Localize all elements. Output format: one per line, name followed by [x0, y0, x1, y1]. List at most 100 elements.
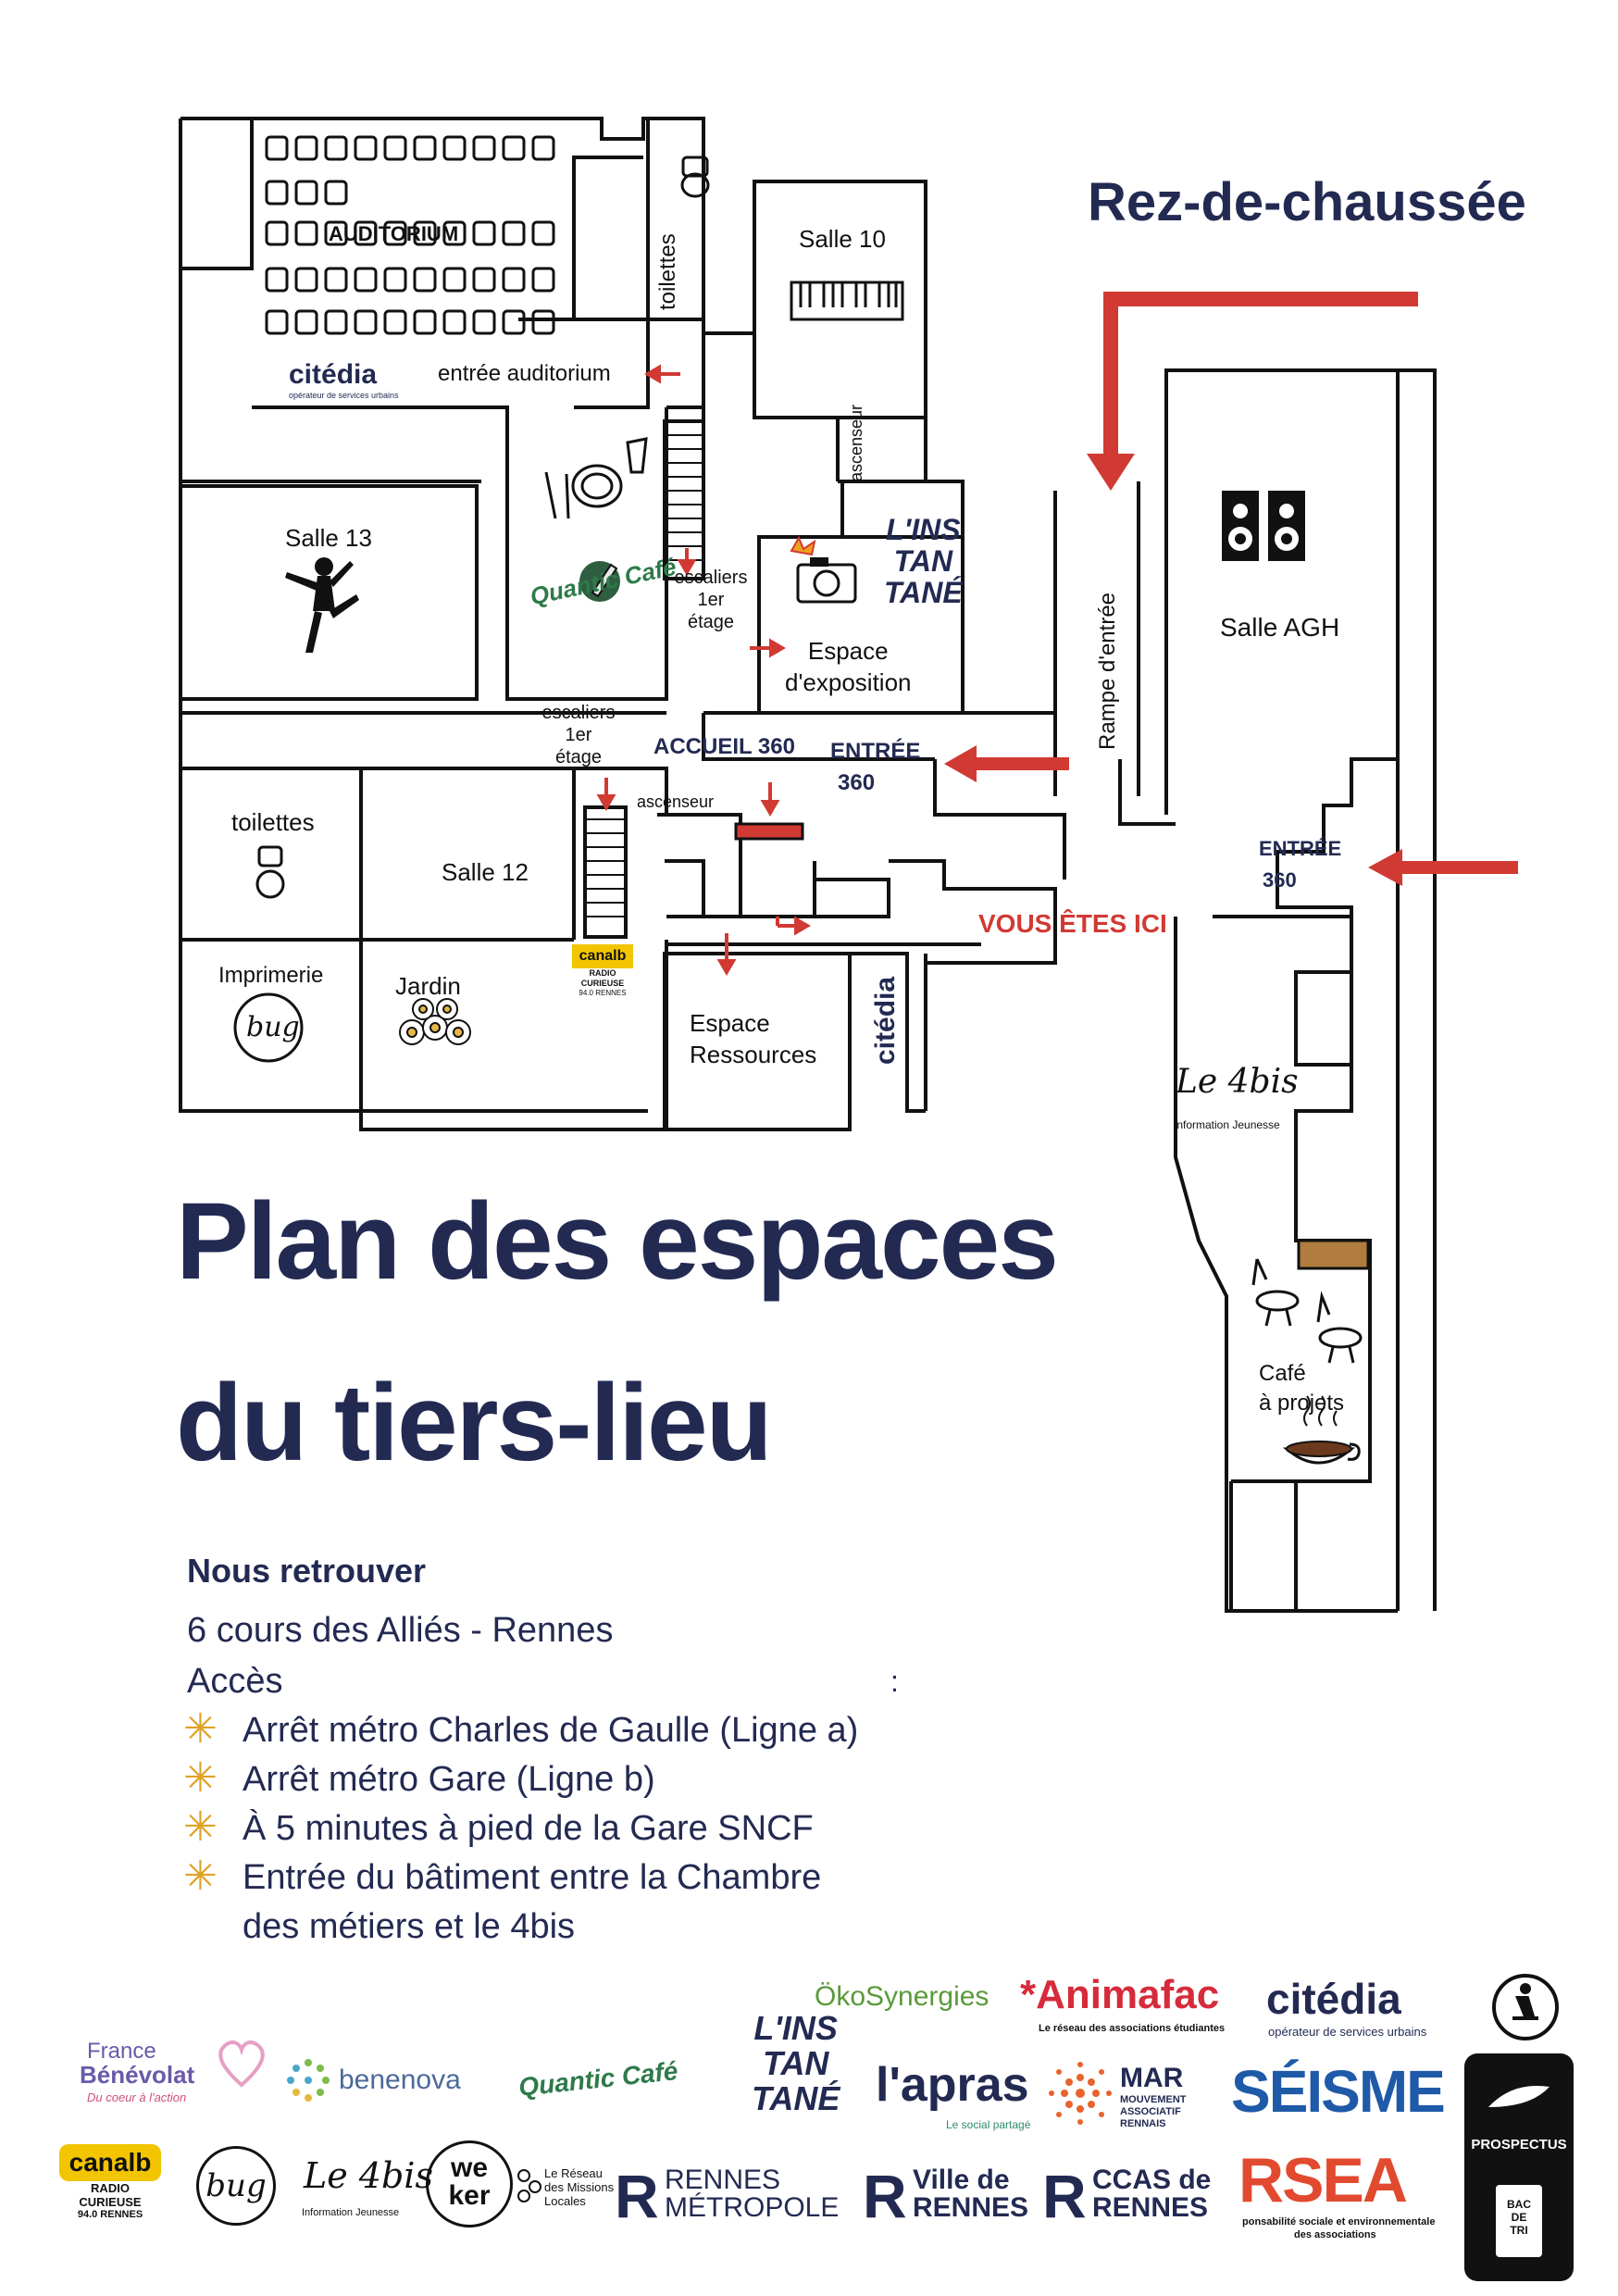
vous-etes-ici-label: VOUS ÊTES ICI [978, 909, 1167, 938]
animafac-logo: *Animafac [1020, 1972, 1220, 2017]
animafac-sub: Le réseau des associations étudiantes [1039, 2023, 1226, 2034]
ccas-line1: CCAS de [1092, 2165, 1212, 2195]
dancer-icon [285, 557, 359, 653]
canalb-plan-sub: RADIO CURIEUSE [580, 968, 625, 988]
instantane-plan-logo: L'INS TAN TANÉ [884, 514, 963, 608]
ville-rennes-line1: Ville de [913, 2165, 1010, 2195]
arrow-citedia [776, 916, 811, 936]
toilet-icon-top [680, 156, 710, 198]
bug-logo: bug [196, 2146, 276, 2226]
piano-icon [790, 281, 904, 321]
cafe-projets-line2: à projets [1259, 1391, 1345, 1416]
imprimerie-label: Imprimerie [218, 963, 324, 988]
instantane-line2: TAN [893, 544, 953, 578]
cafe-chairs-icon [1251, 1258, 1363, 1364]
citedia-plan-logo: citédia [289, 359, 378, 390]
rocket-icon [579, 561, 620, 602]
info-item: ✳À 5 minutes à pied de la Gare SNCF [183, 1804, 858, 1858]
prospectus-bin: PROSPECTUS BAC DE TRI [1464, 2053, 1574, 2281]
entree360-b-label: ENTRÉE 360 [1259, 833, 1341, 896]
france-benevolat-sub: Du coeur à l'action [87, 2090, 187, 2104]
bac-line1: BAC [1507, 2198, 1531, 2211]
canalb-plan-name: canalb [572, 944, 633, 968]
flowers-icon [399, 998, 471, 1045]
missions-line1: Le Réseau [544, 2166, 603, 2180]
asterisk-icon: ✳ [183, 1804, 218, 1850]
escaliers-1-label: escaliers 1er étage [674, 567, 748, 633]
arrow-escaliers-1 [677, 548, 697, 576]
mar-dots-icon [1049, 2062, 1112, 2125]
arrow-accueil [760, 782, 780, 817]
info-item: ✳ Arrêt métro Gare (Ligne b) [183, 1755, 858, 1809]
rsea-sub2: des associations [1294, 2229, 1376, 2240]
instantane-logo-line1: L'INS [753, 2009, 838, 2047]
salle10-label: Salle 10 [799, 225, 886, 253]
citedia-logo: citédia [1266, 1975, 1401, 2023]
entree360-a-line1: ENTRÉE [830, 739, 921, 764]
info-item-cont: des métiers et le 4bis [243, 1907, 576, 1946]
etage-2-text: 1er étage [554, 725, 603, 767]
info-acces-colon: : [890, 1665, 899, 1698]
citedia-sub: opérateur de services urbains [1268, 2025, 1427, 2039]
mar-sub2: ASSOCIATIF [1120, 2106, 1181, 2117]
weker-text: we ker [448, 2152, 491, 2211]
camera-icon [790, 535, 857, 604]
weker-logo: we ker [426, 2140, 513, 2227]
le4bis-logo: Le 4bis [304, 2155, 433, 2196]
entree360-a-line2: 360 [838, 770, 876, 795]
r-icon-3: R [1042, 2162, 1087, 2230]
citedia-plan-sub: opérateur de services urbains [289, 391, 399, 400]
espace-expo-label: Espace d'exposition [785, 635, 912, 698]
france-benevolat-line1: France [87, 2039, 156, 2064]
info-heading: Nous retrouver [187, 1552, 427, 1590]
canalb-logo-sub: RADIO CURIEUSE [79, 2181, 142, 2209]
espace-expo-line2: d'exposition [785, 668, 912, 696]
info-item-text: Arrêt métro Gare (Ligne b) [243, 1760, 655, 1799]
espace-ressources-label: Espace Ressources [690, 1007, 816, 1070]
cafe-projets-line1: Café [1259, 1361, 1306, 1386]
instantane-line3: TANÉ [884, 576, 963, 609]
prospectus-label: PROSPECTUS [1471, 2137, 1567, 2152]
bug-logo-text: bug [205, 2167, 267, 2204]
jardin-label: Jardin [395, 972, 461, 1000]
bac-line2: DE [1511, 2211, 1527, 2224]
mar-sub3: RENNAIS [1120, 2118, 1166, 2129]
salle12-label: Salle 12 [442, 858, 529, 886]
salle-agh-label: Salle AGH [1220, 613, 1340, 642]
arrow-entree360-a [944, 745, 1069, 782]
escaliers-2-label: escaliers 1er étage [541, 702, 616, 768]
instantane-logo-line3: TANÉ [752, 2079, 840, 2117]
bac-line3: TRI [1510, 2224, 1528, 2237]
info-item-text: Entrée du bâtiment entre la Chambre [243, 1858, 822, 1897]
missions-line2: des Missions [544, 2180, 615, 2194]
floor-label: Rez-de-chaussée [1088, 172, 1526, 232]
asterisk-icon: ✳ [183, 1755, 218, 1801]
citedia-vertical-logo: citédia [870, 976, 901, 1065]
arrow-espace-ressources [716, 933, 737, 976]
canalb-plan-freq: 94.0 RENNES [579, 989, 627, 997]
info-item: ✳Entrée du bâtiment entre la Chambre [183, 1853, 858, 1907]
entree360-a-label: ENTRÉE 360 [830, 736, 920, 799]
r-icon-1: R [615, 2162, 659, 2230]
ascenseur-mid-label: ascenseur [637, 792, 715, 811]
mar-text: MAR [1120, 2063, 1184, 2093]
ccas-line2: RENNES [1092, 2192, 1209, 2223]
france-benevolat-logo: France Bénévolat Du coeur à l'action [80, 2037, 265, 2111]
cafe-projets-label: Café à projets [1259, 1359, 1344, 1418]
benenova-text: benenova [339, 2065, 461, 2095]
bug-plan-logo: bug [246, 1011, 300, 1043]
entree360-b-line1: ENTRÉE [1259, 837, 1342, 860]
okosynergies-logo: ÖkoSynergies [815, 1981, 989, 2012]
plate-cutlery-icon [544, 437, 648, 519]
salle13-label: Salle 13 [285, 524, 372, 552]
toilettes-left-label: toilettes [231, 808, 315, 836]
flyer-icon [1488, 2085, 1550, 2107]
auditorium-label: AUDITORIUM [329, 222, 459, 245]
rsea-sub1: ponsabilité sociale et environnementale [1242, 2216, 1436, 2227]
bac-de-tri-icon: BAC DE TRI [1496, 2185, 1542, 2257]
arrow-entree360-b [1368, 849, 1518, 886]
seisme-logo: SÉISME [1231, 2058, 1446, 2125]
benenova-dots-icon [287, 2059, 330, 2102]
rsea-text: RSEA [1238, 2145, 1408, 2215]
le4bis-sub: Information Jeunesse [302, 2207, 400, 2218]
